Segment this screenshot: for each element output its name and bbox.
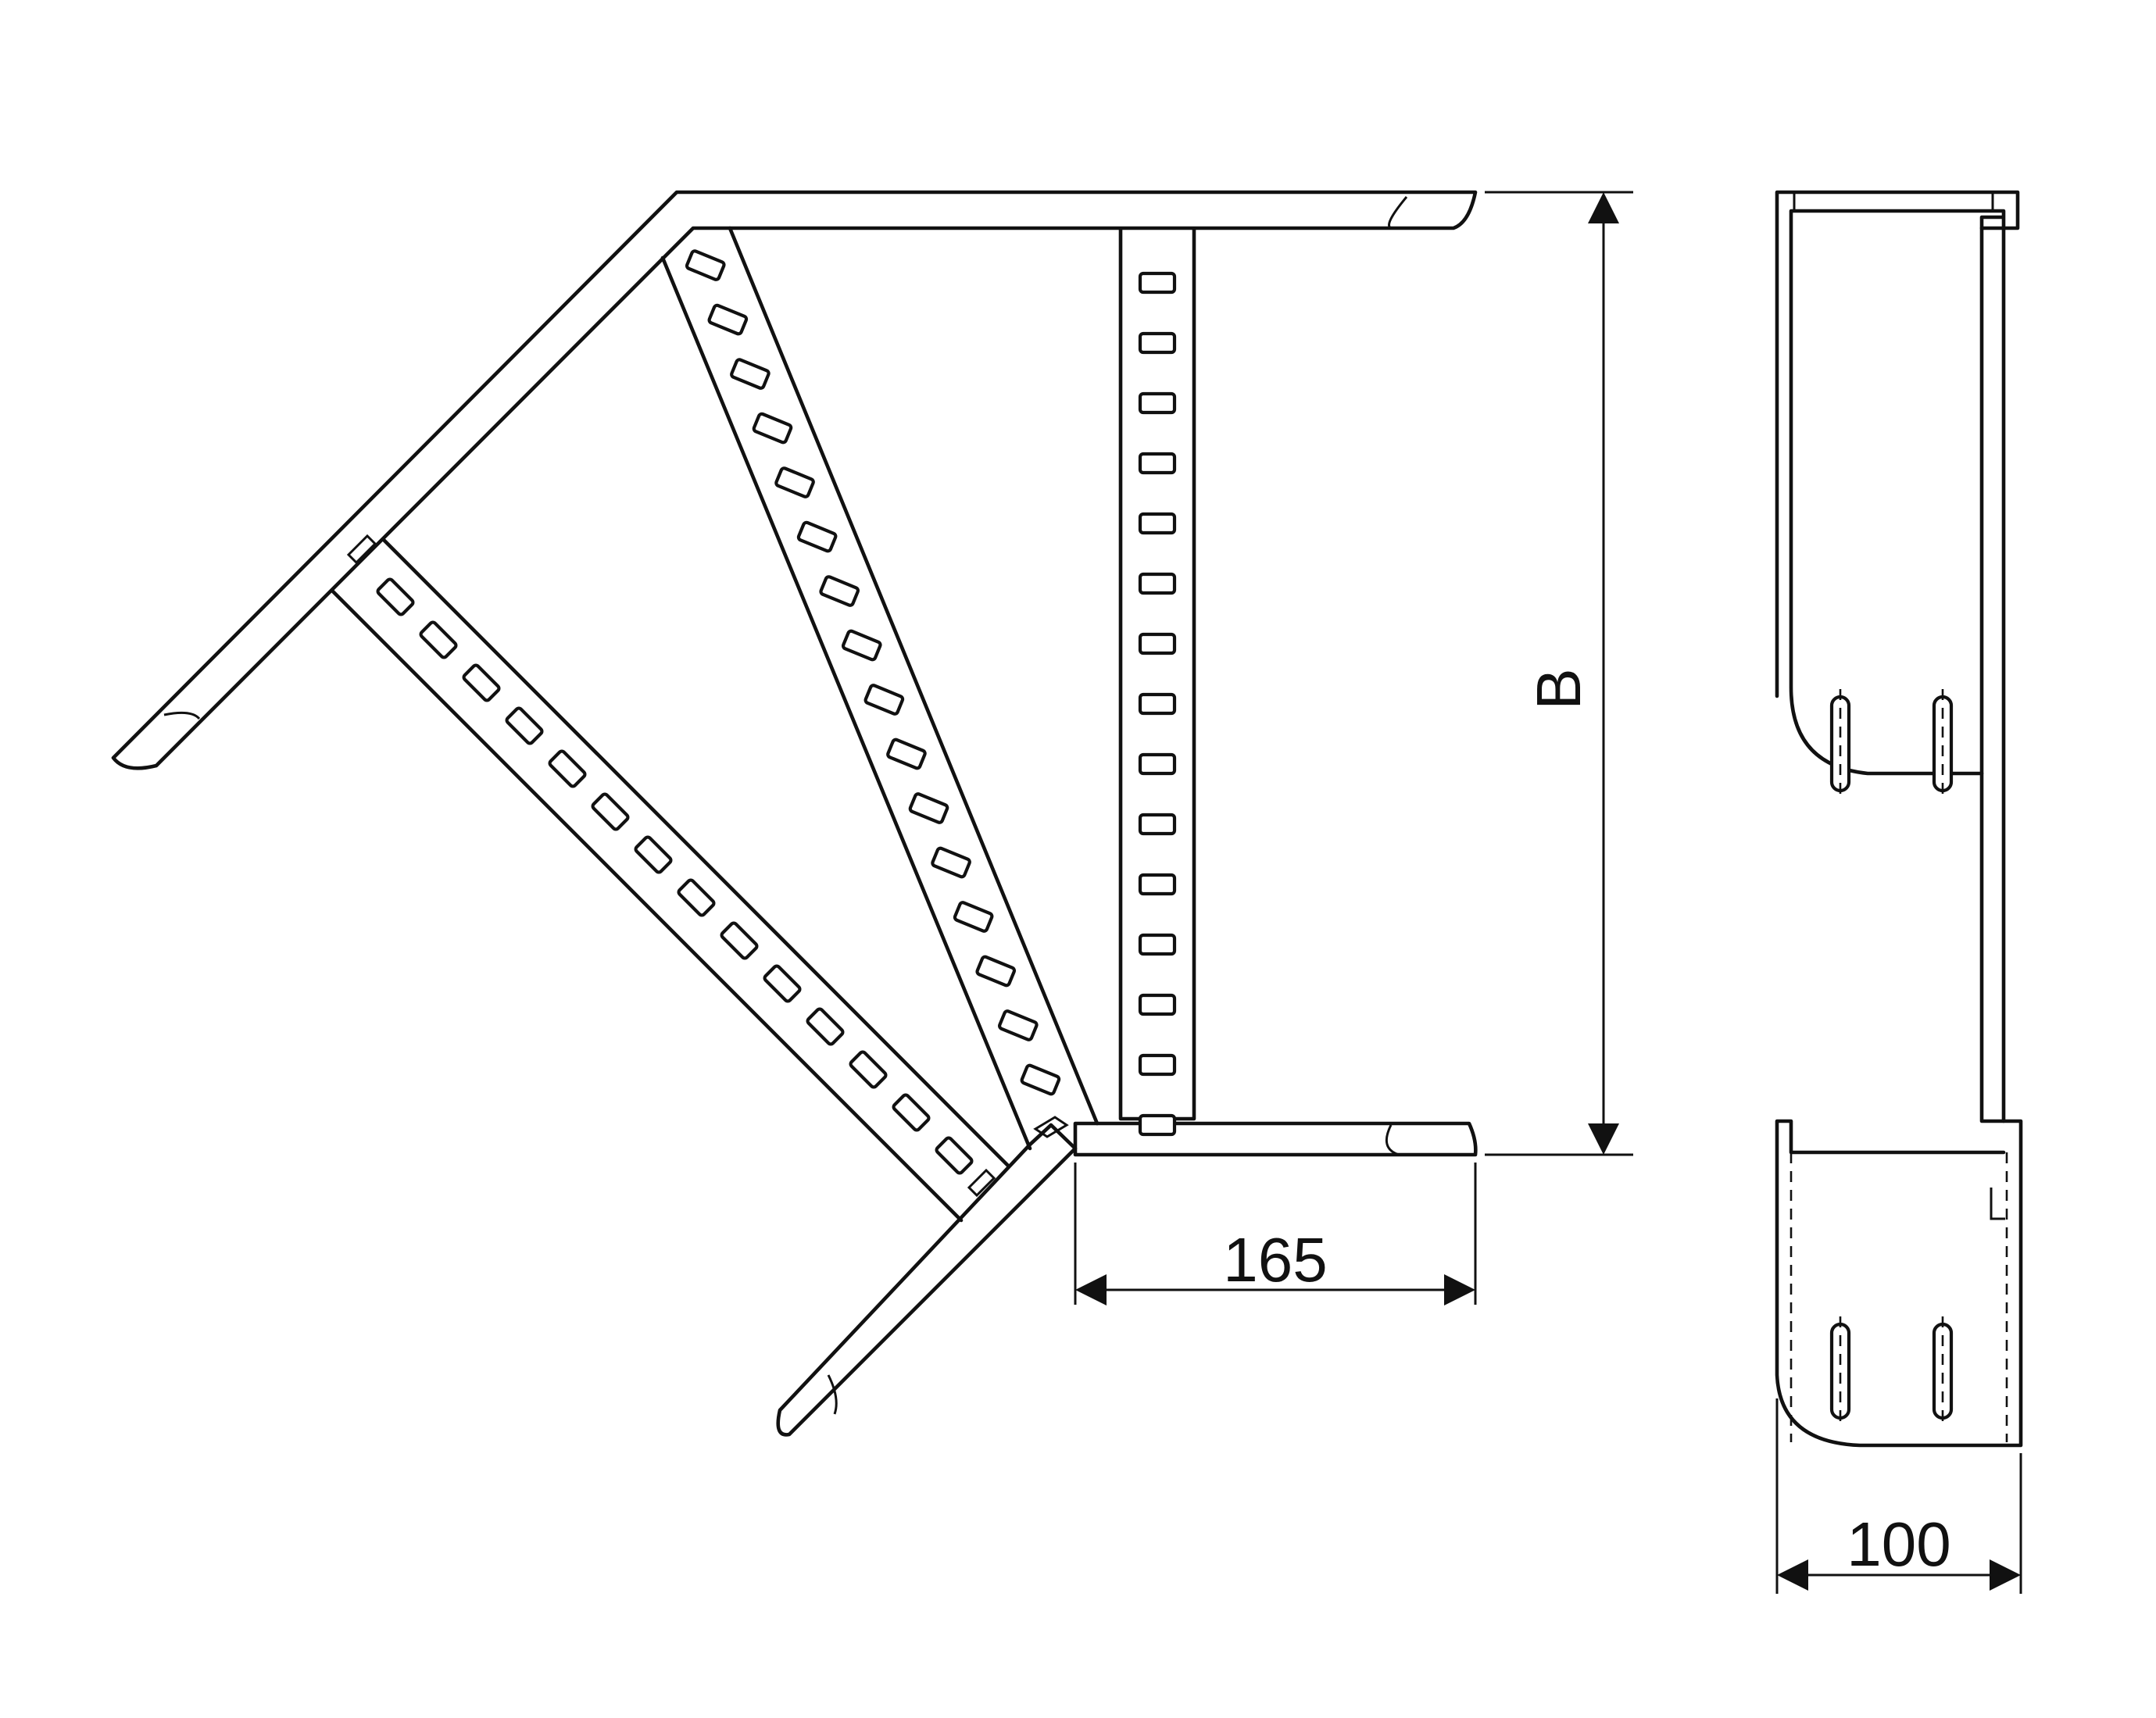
rung-slot [908, 792, 949, 824]
rung-slot [806, 1007, 845, 1046]
rung-slot [1138, 331, 1177, 355]
rung-slot [1138, 1053, 1177, 1077]
rung-diagonal-middle [660, 226, 1099, 1151]
rung-slot [1138, 993, 1177, 1016]
rung-slot [863, 684, 905, 716]
rung-slot [886, 738, 927, 770]
rung-slot [1138, 1113, 1177, 1137]
rung-slot [796, 520, 838, 553]
side-channel [1979, 226, 2006, 1123]
top-side-rail [111, 190, 1478, 770]
depth-label: 100 [1847, 1509, 1950, 1579]
rung-slot [1138, 572, 1177, 595]
rung-slot [752, 412, 793, 445]
rung-slot [548, 749, 587, 788]
rung-slot [774, 466, 815, 498]
rung-slot [953, 901, 994, 933]
rung-slot [1138, 512, 1177, 535]
rung-slot [841, 629, 882, 662]
rung-slot [720, 921, 759, 960]
rung-slot [1138, 271, 1177, 295]
rung-slot [1138, 873, 1177, 896]
top-view [111, 190, 1478, 1437]
rung-slot [1138, 452, 1177, 475]
rung-slot [730, 358, 771, 390]
rung-slot [634, 835, 673, 874]
width-label: 165 [1223, 1225, 1327, 1295]
dimension-height: B [1485, 191, 1633, 1156]
rung-slot [1138, 391, 1177, 415]
side-upper-bracket [1775, 190, 2020, 776]
rung-slot [935, 1136, 974, 1175]
rung-slot [1020, 1063, 1061, 1096]
rung-slot [505, 706, 544, 745]
lower-diagonal-rail [776, 1123, 1078, 1437]
rung-slot [1138, 692, 1177, 716]
rung-vertical [1118, 227, 1196, 1137]
side-view [1775, 190, 2023, 1448]
rung-slot [1138, 933, 1177, 956]
rung-slot [892, 1093, 931, 1132]
rung-slot [1138, 752, 1177, 776]
rung-slot [1138, 813, 1177, 836]
rung-slot [819, 575, 860, 607]
rung-slot [707, 303, 749, 336]
rung-diagonal-lower [330, 537, 1010, 1223]
rung-slot [998, 1009, 1039, 1041]
rung-slot [1138, 632, 1177, 655]
rung-slot [975, 955, 1017, 988]
rung-slot [677, 878, 716, 917]
rung-slot [462, 663, 501, 702]
height-label: B [1524, 668, 1593, 709]
rung-slot [591, 792, 630, 831]
dimension-depth: 100 [1775, 1398, 2022, 1594]
rung-slot [419, 620, 458, 659]
rung-slot [849, 1050, 888, 1089]
rung-slot [376, 577, 415, 616]
rung-slot [685, 249, 726, 281]
dimension-width: 165 [1074, 1163, 1477, 1305]
side-lower-bracket [1775, 1119, 2023, 1448]
rung-slot [931, 846, 971, 879]
rung-slot [763, 964, 802, 1003]
bottom-side-rail [1073, 1121, 1478, 1157]
